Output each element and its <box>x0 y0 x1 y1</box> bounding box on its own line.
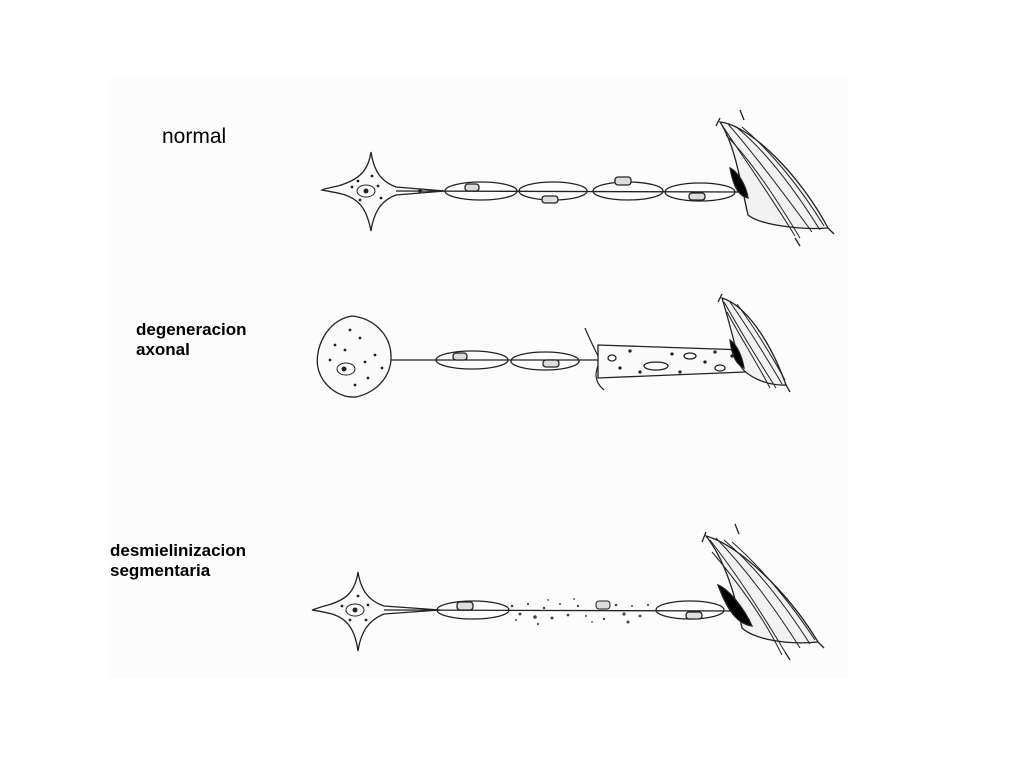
myelin-segments <box>435 350 580 371</box>
label-line: normal <box>162 125 227 148</box>
cell-body-texture <box>340 594 370 622</box>
neuron-segmental-demyelination <box>311 523 825 661</box>
label-line: desmielinizacion <box>110 541 247 560</box>
neuron-normal <box>320 109 835 247</box>
axon <box>395 190 741 193</box>
neuron-axonal-degeneration <box>316 293 791 398</box>
row-label-segmental-demyelination: desmielinizacion segmentaria <box>110 541 246 581</box>
myelin-segments <box>444 176 736 204</box>
figure-background <box>108 78 848 678</box>
cell-body-texture <box>350 174 383 202</box>
myelin-debris <box>510 598 650 626</box>
cell-body <box>311 571 441 652</box>
axon <box>383 609 741 612</box>
cell-body-texture <box>328 328 384 387</box>
row-label-normal: normal <box>162 125 226 150</box>
cell-body <box>320 151 446 232</box>
row-label-axonal-degeneration: degeneracion axonal <box>136 320 247 360</box>
muscle-fiber <box>717 293 791 393</box>
label-line: axonal <box>136 340 190 360</box>
label-line: segmentaria <box>110 561 211 581</box>
degenerating-axon-segment <box>584 327 746 391</box>
cell-body <box>316 315 392 398</box>
myelin-segments <box>436 600 725 620</box>
label-line: degeneracion <box>136 320 247 339</box>
muscle-fiber <box>715 109 835 247</box>
muscle-fiber <box>701 523 825 661</box>
